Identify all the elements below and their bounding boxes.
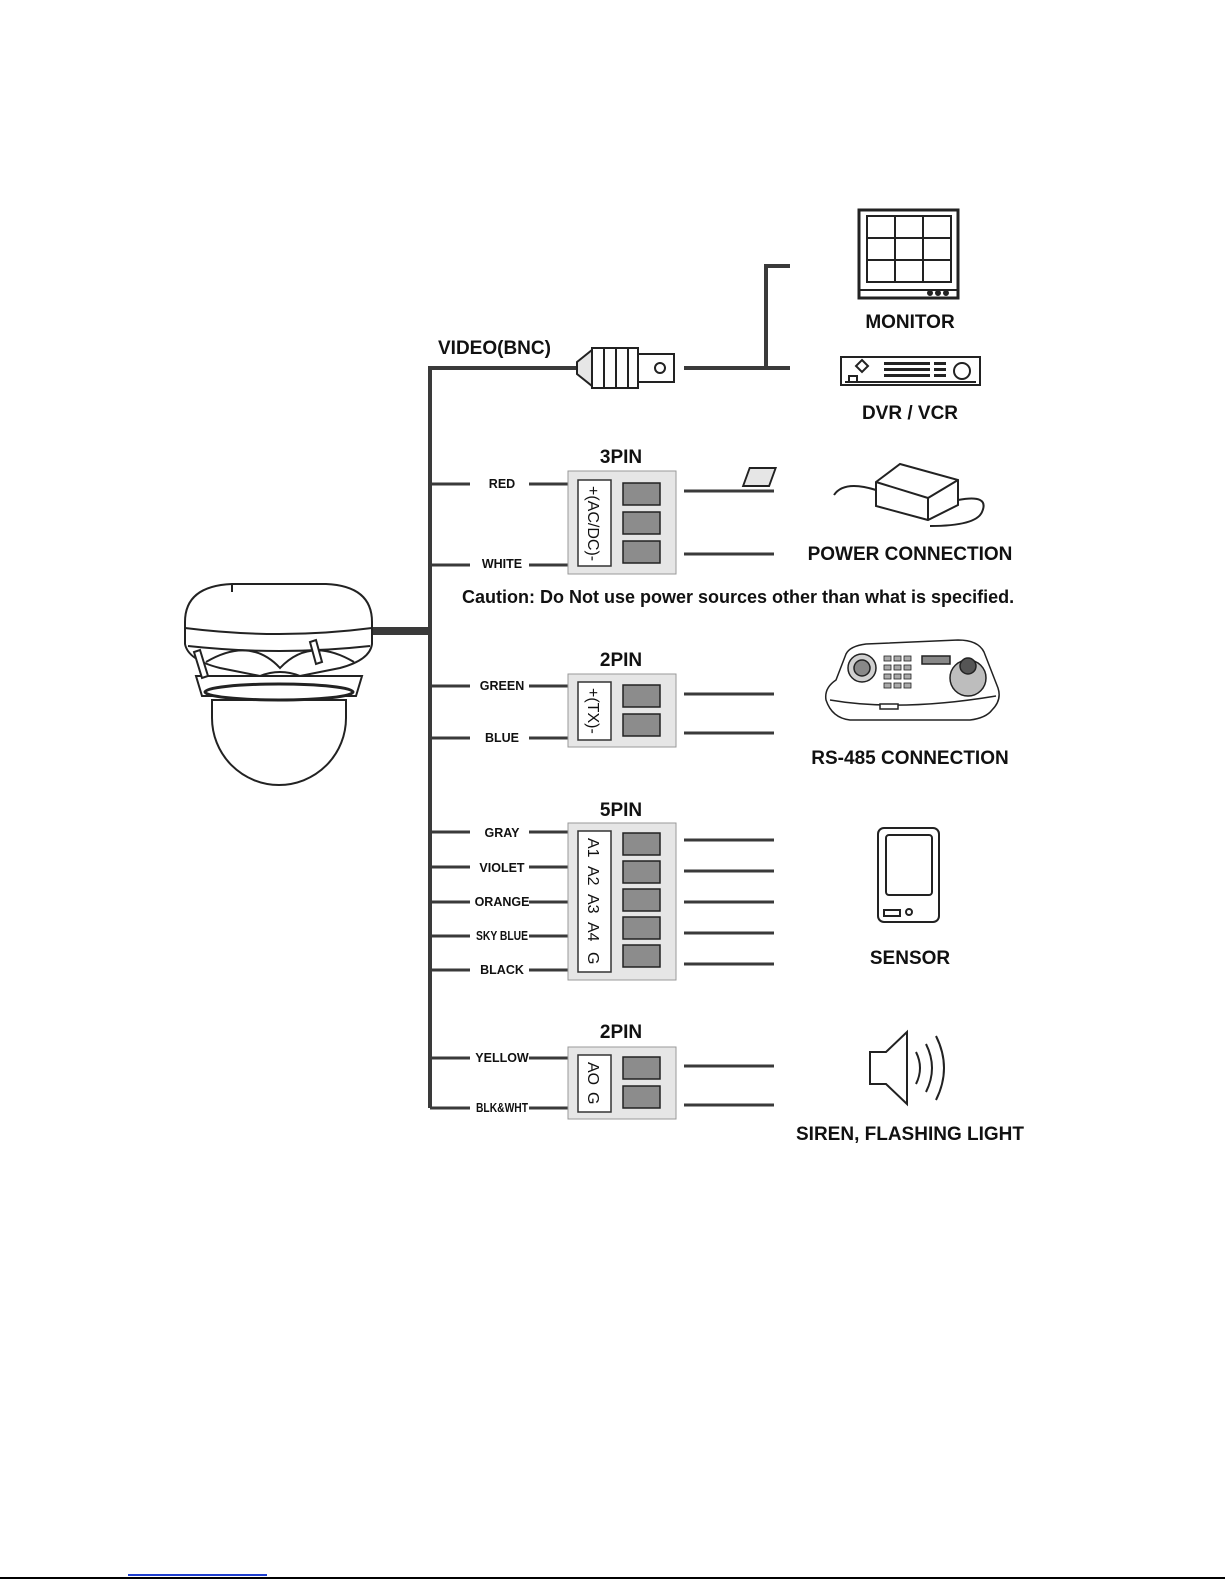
- wire-blkwht-label: BLK&WHT: [476, 1101, 528, 1115]
- rs485-output-lines: [684, 694, 774, 733]
- power-adapter-icon: [743, 464, 983, 526]
- power-output-lines: [684, 491, 774, 554]
- footer-link-underline: [128, 1574, 267, 1576]
- sensor-output-lines: [684, 840, 774, 964]
- alarm-pin-g: G: [584, 1092, 601, 1104]
- rs485-pin-label: +(TX)-: [584, 688, 601, 734]
- rs485-connection-label: RS-485 CONNECTION: [811, 748, 1008, 769]
- wire-white-label: WHITE: [482, 557, 522, 571]
- keyboard-controller-icon: [826, 640, 999, 720]
- wire-yellow-label: YELLOW: [475, 1051, 529, 1065]
- rs485-connector-title: 2PIN: [600, 650, 642, 671]
- bnc-connector-icon: [577, 348, 674, 388]
- sensor-pin-a2: A2: [584, 866, 601, 886]
- monitor-label: MONITOR: [865, 312, 955, 333]
- monitor-icon: [859, 210, 958, 298]
- wire-blue-label: BLUE: [485, 731, 519, 745]
- power-pin-label: +(AC/DC)-: [584, 486, 601, 561]
- siren-flashing-light-label: SIREN, FLASHING LIGHT: [796, 1124, 1024, 1145]
- power-connection-label: POWER CONNECTION: [808, 544, 1013, 565]
- sensor-connector-title: 5PIN: [600, 800, 642, 821]
- sensor-pin-a1: A1: [584, 838, 601, 858]
- siren-speaker-icon: [870, 1032, 944, 1104]
- wire-black-label: BLACK: [480, 963, 524, 977]
- wire-gray-label: GRAY: [485, 826, 521, 840]
- video-output-lines: [684, 266, 790, 368]
- video-bnc-label: VIDEO(BNC): [438, 338, 551, 359]
- alarm-pin-ao: AO: [584, 1062, 601, 1085]
- sensor-icon: [878, 828, 939, 922]
- dome-camera-icon: [185, 584, 372, 785]
- power-connector-title: 3PIN: [600, 447, 642, 468]
- dvr-vcr-label: DVR / VCR: [862, 403, 958, 424]
- dvr-icon: [841, 357, 980, 385]
- wire-orange-label: ORANGE: [475, 895, 530, 909]
- wire-red-label: RED: [489, 477, 515, 491]
- sensor-pin-a4: A4: [584, 922, 601, 942]
- sensor-pin-g: G: [584, 952, 601, 964]
- wire-green-label: GREEN: [480, 679, 524, 693]
- alarm-output-lines: [684, 1066, 774, 1105]
- alarm-connector-title: 2PIN: [600, 1022, 642, 1043]
- sensor-label: SENSOR: [870, 948, 951, 969]
- caution-note: Caution: Do Not use power sources other …: [462, 587, 1014, 607]
- wiring-trunk: [372, 366, 577, 1108]
- sensor-pin-a3: A3: [584, 894, 601, 914]
- wire-skyblue-label: SKY BLUE: [476, 929, 528, 943]
- wire-violet-label: VIOLET: [479, 861, 525, 875]
- footer-rule: [0, 1577, 1225, 1579]
